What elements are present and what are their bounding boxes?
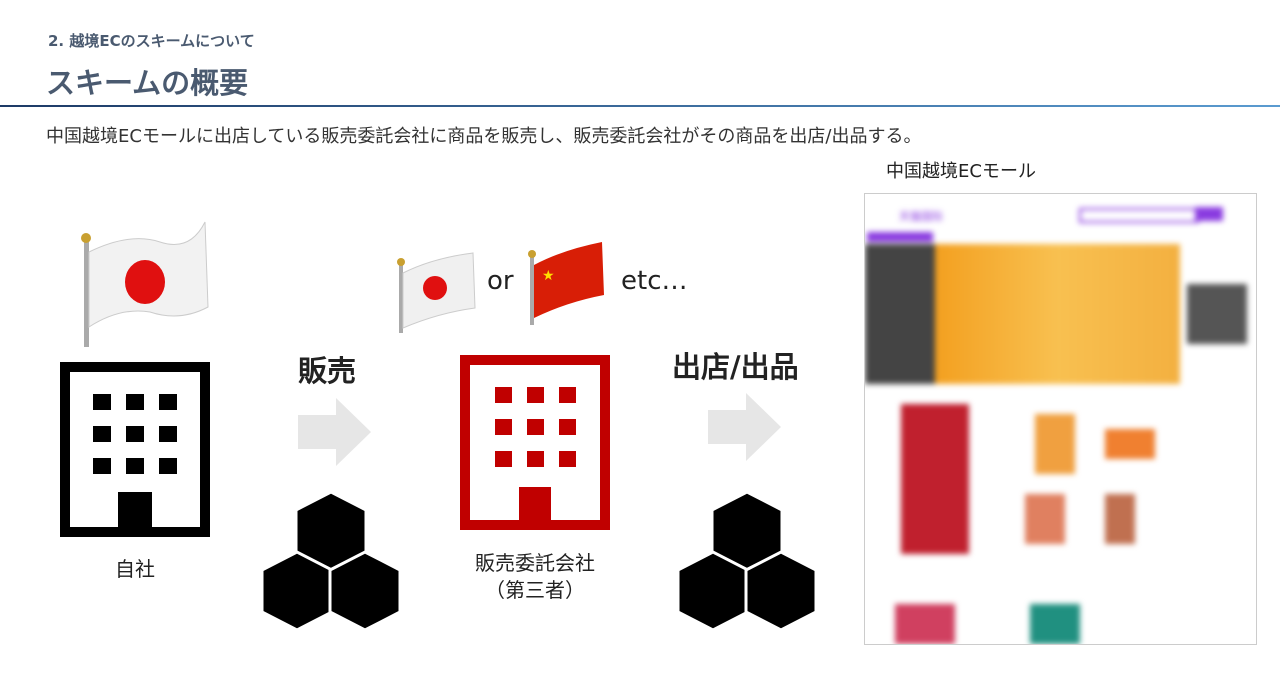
mall-search-button [1195,207,1223,221]
section-heading: 2. 越境ECのスキームについて [48,32,255,50]
arrow-right-icon [708,393,781,461]
title-divider [0,105,1280,107]
partner-label-line1: 販売委託会社 [475,551,595,575]
japan-flag-icon [81,221,209,347]
own-company-label: 自社 [115,557,155,581]
china-flag-icon: ★ [528,242,604,325]
own-company-building-icon [60,362,210,537]
svg-text:★: ★ [542,268,555,284]
arrow-right-icon [298,398,371,466]
partner-company-building-icon [460,355,610,530]
or-text: or [487,266,514,296]
step-list-label: 出店/出品 [672,350,799,384]
page-title: スキームの概要 [46,66,249,100]
boxes-icon [676,490,818,630]
mall-logo: 天猫国际 [899,210,943,223]
mall-search-box [1079,208,1199,223]
description: 中国越境ECモールに出店している販売委託会社に商品を販売し、販売委託会社がその商… [46,126,922,147]
step-sell-label: 販売 [298,354,357,388]
japan-flag-small-icon [397,252,476,333]
mall-label: 中国越境ECモール [886,161,1036,182]
mall-category-bar [867,232,933,242]
boxes-icon [260,490,402,630]
partner-company-label: 販売委託会社 （第三者） [440,550,630,604]
partner-label-line2: （第三者） [485,578,585,602]
mall-screenshot: 天猫国际 [864,193,1257,645]
etc-text: etc… [621,266,688,296]
